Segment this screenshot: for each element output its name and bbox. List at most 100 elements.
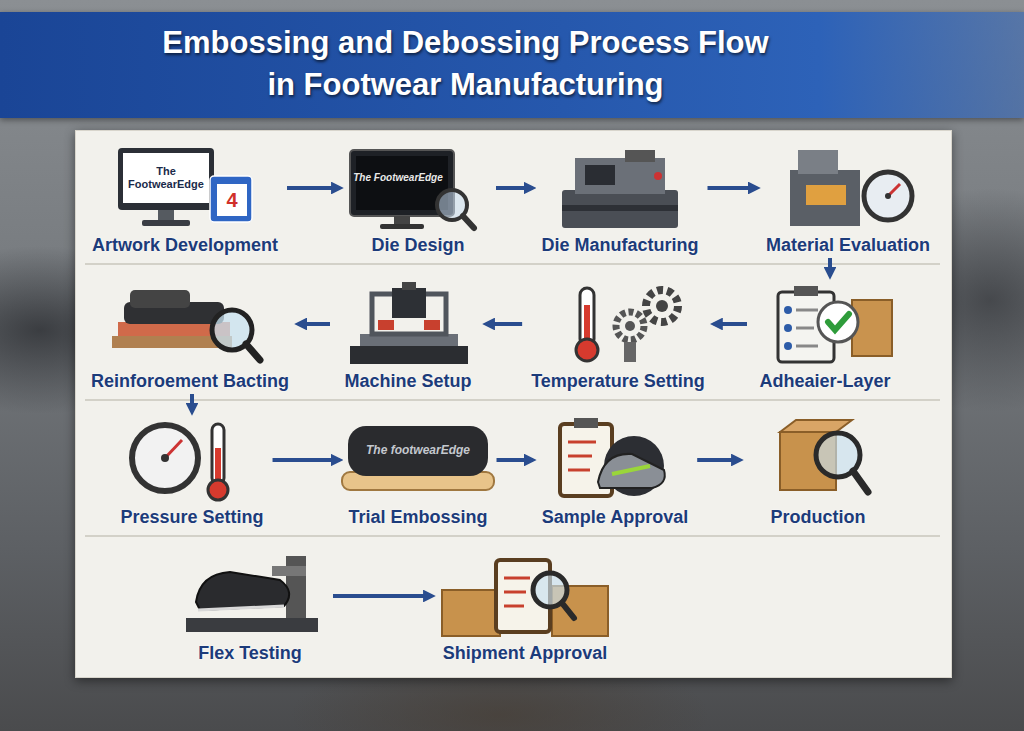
press-machine-icon-part [378,320,394,330]
step-label: Adheaier-Layer [759,370,890,392]
checklist-icon-part [784,324,792,332]
cnc-machine-icon-part [562,205,678,211]
thermometer-gears-icon-part [616,312,644,340]
row-divider [85,264,940,536]
thermometer-gears-icon-part [646,290,678,322]
box-inspection-icon [780,420,868,492]
testing-machine-icon-part [885,193,891,199]
material-layers-icon-part [130,290,190,308]
checklist-icon-part [784,342,792,350]
shipment-icon-part [504,605,524,608]
row-divider-part [85,263,940,265]
press-machine-icon-part [402,282,416,290]
approval-icon-part [568,455,592,458]
testing-machine-icon [790,150,912,226]
diagram-title: Embossing and Debossing Process Flow in … [153,22,778,106]
step-label: Material Evaluation [766,234,930,256]
process-step: Sample Approval [536,414,694,528]
monitor-icon [118,148,252,226]
step-label: Trial Embossing [348,506,487,528]
approval-icon-part [574,418,598,428]
monitor-icon-part [123,153,209,203]
cnc-machine-icon-part [625,150,655,162]
flow-arrow [287,186,340,190]
thermometer-gears-icon-part [625,321,635,331]
process-step: Shipment Approval [435,550,615,664]
step-label: Pressure Setting [120,506,263,528]
cnc-machine-icon-part [575,158,665,194]
screen-text: The FootwearEdge [353,172,442,184]
design-screen-icon-part [394,216,410,224]
box-inspection-icon-part [853,471,868,492]
thermometer-gears-icon-part [656,300,668,312]
design-screen-icon-part [380,224,424,229]
checklist-icon-part [796,309,818,312]
process-step: Pressure Setting [114,414,269,528]
monitor-icon-part [142,220,190,226]
flex-tester-icon-part [198,606,284,610]
shipment-icon-part [442,590,500,636]
shipment-icon [442,560,608,636]
press-machine-icon-part [392,288,426,318]
flow-arrow [828,258,832,276]
process-step: Machine Setup [333,278,483,392]
design-screen-icon [350,150,474,229]
step-label: Temperature Setting [531,370,705,392]
step-label: Reinforoement Bacting [91,370,289,392]
checklist-icon [778,286,892,362]
cnc-machine-icon-part [585,165,615,185]
testing-machine-icon-part [790,170,860,226]
checklist-icon-part [796,345,818,348]
flow-arrow [496,186,532,190]
shipment-icon-part [562,603,574,618]
embossed-text: The footwearEdge [366,444,470,458]
flow-arrow [298,322,330,326]
step-label: Die Manufacturing [541,234,698,256]
approval-icon [560,418,665,496]
step-label: Production [771,506,866,528]
monitor-icon-part [158,210,174,220]
approval-icon-part [568,441,596,444]
process-step: Artwork Development [86,142,284,256]
flow-arrow [697,458,740,462]
pressure-gauge-icon-part [161,454,169,462]
checklist-icon-part [828,314,849,330]
approval-icon-part [612,466,650,474]
step-label: Shipment Approval [443,642,607,664]
checklist-icon-part [794,286,818,296]
step-label: Machine Setup [344,370,471,392]
thermometer-gears-icon-part [624,342,636,362]
flex-tester-icon-part [186,618,318,632]
process-step: Trial Embossing [342,414,493,528]
thermometer-gears-icon [576,288,678,362]
embossed-pad-icon-part [348,426,488,476]
material-layers-icon-part [246,344,260,360]
pressure-gauge-icon [132,424,228,500]
approval-icon-part [568,469,590,472]
flex-tester-icon-part [286,556,306,618]
thermometer-gears-icon-part [576,339,598,361]
flow-arrow [333,594,432,598]
card-number: 4 [226,189,237,212]
step-label: Flex Testing [198,642,302,664]
process-step: Reinforoement Bacting [85,278,295,392]
cnc-machine-icon-part [562,190,678,228]
monitor-icon-part [210,176,252,222]
flow-arrow [497,458,533,462]
flow-arrow [190,394,194,412]
flex-tester-icon-part [196,572,289,610]
pressure-gauge-icon-part [208,480,228,500]
flex-tester-icon-part [272,566,306,576]
process-step: Material Evaluation [760,142,936,256]
box-inspection-icon-part [780,420,852,432]
monitor-icon-part [118,148,214,210]
step-label: Artwork Development [92,234,278,256]
flow-arrow [714,322,747,326]
testing-machine-icon-part [806,185,846,205]
screen-text: The FootwearEdge [125,165,207,190]
process-step: Die Design [343,142,493,256]
testing-machine-icon-part [864,172,912,220]
material-layers-icon [112,290,260,360]
